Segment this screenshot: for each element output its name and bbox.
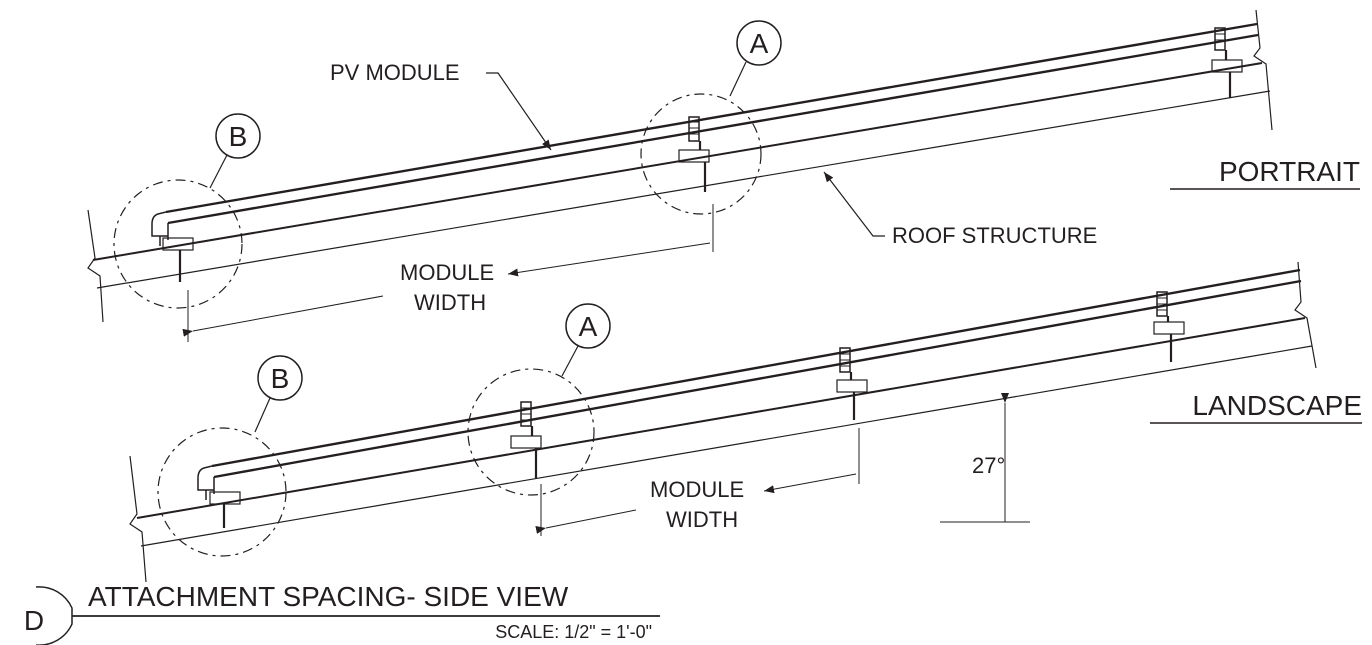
landscape-mid-clamp-2 [836,347,868,420]
svg-text:WIDTH: WIDTH [666,507,738,532]
svg-text:MODULE: MODULE [650,477,744,502]
portrait-assembly: A B PV MODULE ROOF STRUCTURE PORTRAIT MO… [87,9,1360,342]
portrait-module-bottom-line [167,33,1259,225]
portrait-mid-clamp-right [1211,27,1243,98]
svg-text:A: A [579,311,598,342]
portrait-module-top-line [165,22,1258,214]
pv-module-label: PV MODULE [330,60,460,85]
detail-id: D [24,605,44,636]
landscape-detail-circle-a [467,368,595,496]
landscape-module-width-dimension: MODULE WIDTH [535,428,860,536]
landscape-callout-a: A [561,303,611,377]
landscape-end-clamp [197,465,215,500]
landscape-roof-top-line [136,317,1306,519]
angle-dimension: 27° [940,393,1030,523]
svg-text:B: B [271,363,290,394]
landscape-label: LANDSCAPE [1192,390,1362,421]
portrait-module-width-dimension: MODULE WIDTH [182,204,714,342]
landscape-mid-clamp-3 [1153,291,1185,362]
pv-module-leader [486,72,552,151]
landscape-mid-clamp-1 [510,401,542,478]
drawing-scale: SCALE: 1/2" = 1'-0" [495,622,652,642]
landscape-roof-left-break [129,455,147,583]
landscape-roof-right-break [1294,261,1317,369]
portrait-detail-circle-a [640,93,762,215]
svg-text:A: A [750,28,769,59]
title-block: D ATTACHMENT SPACING- SIDE VIEW SCALE: 1… [24,581,660,645]
landscape-module-top-line [211,268,1301,468]
landscape-assembly: A B LANDSCAPE MODULE WIDTH 27° [129,261,1362,583]
portrait-callout-b: B [209,113,261,189]
portrait-end-foot [162,237,194,251]
portrait-roof-top-line [92,62,1263,261]
svg-text:WIDTH: WIDTH [414,290,486,315]
portrait-callout-a: A [729,20,782,97]
landscape-module-bottom-line [213,279,1302,479]
landscape-detail-circle-b [157,427,287,557]
svg-text:MODULE: MODULE [400,260,494,285]
landscape-roof-bottom-line [140,345,1313,547]
portrait-mid-clamp-center [678,116,710,192]
svg-text:B: B [229,121,248,152]
roof-structure-label: ROOF STRUCTURE [892,223,1097,248]
portrait-label: PORTRAIT [1219,156,1360,187]
angle-label: 27° [972,453,1005,478]
portrait-roof-left-break [87,209,104,323]
portrait-end-clamp [151,211,169,246]
drawing-title: ATTACHMENT SPACING- SIDE VIEW [88,581,569,612]
portrait-roof-right-break [1253,9,1273,131]
roof-structure-leader [823,171,885,237]
landscape-callout-b: B [254,355,303,433]
portrait-detail-circle-b [113,179,243,309]
portrait-roof-bottom-line [96,90,1271,289]
